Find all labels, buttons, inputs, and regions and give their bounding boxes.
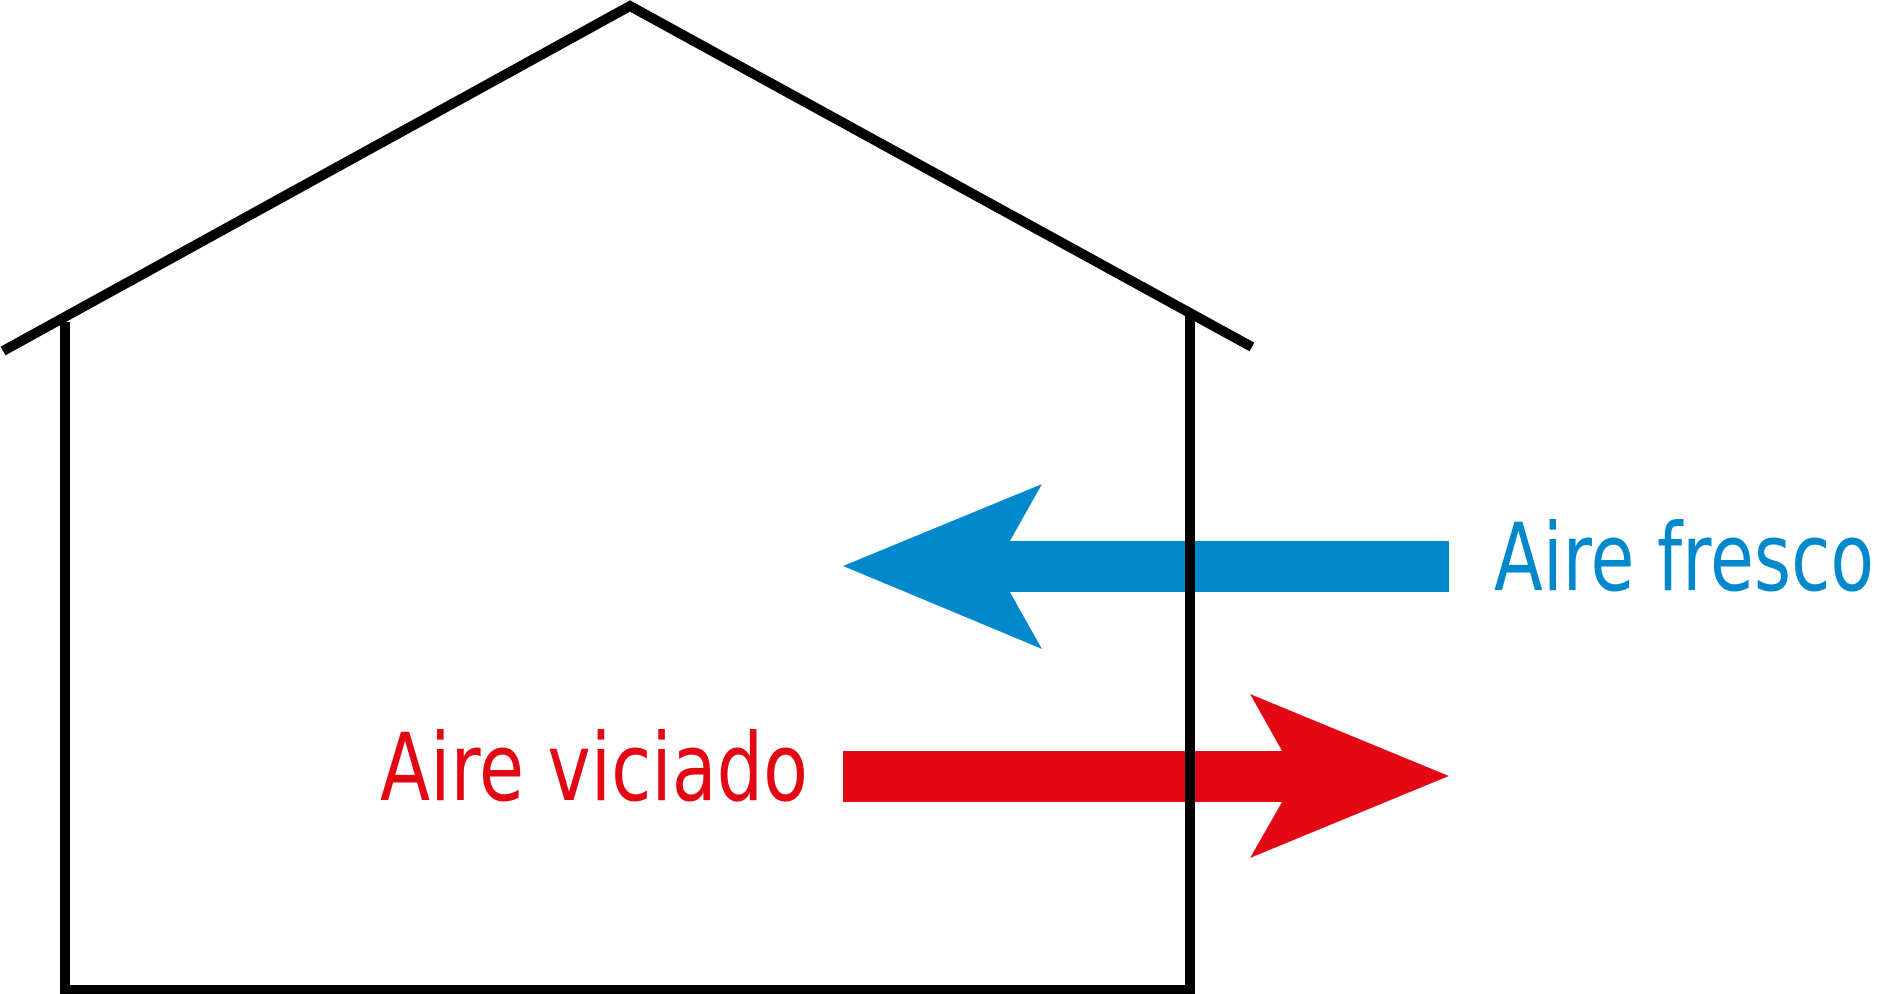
fresh-air-arrow-icon bbox=[843, 484, 1449, 649]
stale-air-label: Aire viciado bbox=[380, 714, 808, 823]
house-roof bbox=[0, 0, 1255, 356]
house-outline bbox=[0, 0, 1255, 994]
fresh-air-label: Aire fresco bbox=[1494, 504, 1874, 613]
stale-air-arrow-icon bbox=[843, 694, 1449, 858]
